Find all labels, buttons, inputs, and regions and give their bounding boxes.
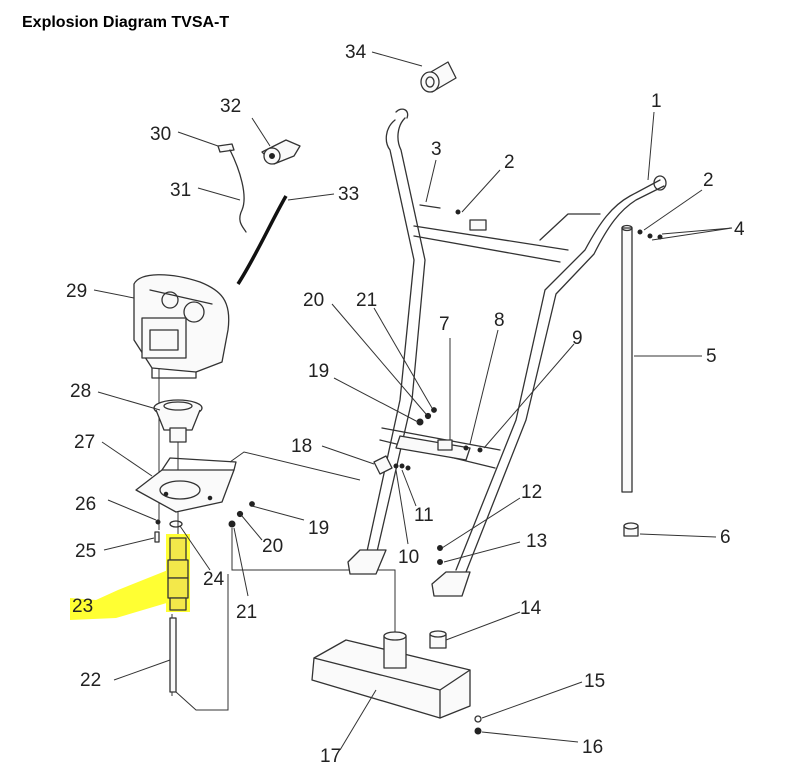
label-17: 17 bbox=[320, 746, 341, 767]
label-2-right: 2 bbox=[703, 170, 714, 191]
label-15: 15 bbox=[584, 671, 605, 692]
label-23: 23 bbox=[72, 596, 93, 617]
label-6: 6 bbox=[720, 527, 731, 548]
label-28: 28 bbox=[70, 381, 91, 402]
part-6-cap bbox=[623, 522, 639, 537]
fasteners-top bbox=[419, 204, 663, 240]
small-hardware-lower bbox=[154, 501, 255, 543]
label-34: 34 bbox=[345, 42, 367, 63]
hardware-upper bbox=[373, 407, 483, 565]
part-29-engine bbox=[133, 274, 230, 379]
part-32-throttle bbox=[261, 139, 301, 165]
label-4: 4 bbox=[734, 219, 745, 240]
part-33-cable bbox=[236, 195, 288, 285]
part-30-screw bbox=[217, 143, 235, 153]
label-21-upper: 21 bbox=[356, 290, 377, 311]
label-31: 31 bbox=[170, 180, 191, 201]
label-20-upper: 20 bbox=[303, 290, 324, 311]
label-32: 32 bbox=[220, 96, 241, 117]
label-11: 11 bbox=[414, 505, 434, 526]
part-22-bolt bbox=[169, 617, 177, 693]
part-16-nut bbox=[474, 727, 482, 735]
label-29: 29 bbox=[66, 281, 87, 302]
label-16: 16 bbox=[582, 737, 603, 758]
part-23-shaft bbox=[167, 537, 189, 611]
label-22: 22 bbox=[80, 670, 101, 691]
label-13: 13 bbox=[526, 531, 547, 552]
label-1: 1 bbox=[651, 91, 662, 112]
label-7: 7 bbox=[439, 314, 450, 335]
label-33: 33 bbox=[338, 184, 359, 205]
part-15-washer bbox=[474, 715, 482, 723]
leader-lines bbox=[93, 51, 733, 751]
label-9: 9 bbox=[572, 328, 583, 349]
label-12: 12 bbox=[521, 482, 542, 503]
label-14: 14 bbox=[520, 598, 542, 619]
highlight-arrow bbox=[70, 570, 170, 620]
label-27: 27 bbox=[74, 432, 95, 453]
part-14-bushing bbox=[429, 630, 447, 649]
part-17-bracket bbox=[311, 631, 471, 719]
label-19-upper: 19 bbox=[308, 361, 329, 382]
label-18: 18 bbox=[291, 436, 312, 457]
label-19-lower: 19 bbox=[308, 518, 329, 539]
label-21-lower: 21 bbox=[236, 602, 257, 623]
label-8: 8 bbox=[494, 310, 505, 331]
part-28-housing bbox=[153, 399, 203, 443]
part-5-rod bbox=[621, 224, 633, 493]
part-34-grip bbox=[420, 61, 457, 93]
label-10: 10 bbox=[398, 547, 419, 568]
label-5: 5 bbox=[706, 346, 717, 367]
label-26: 26 bbox=[75, 494, 96, 515]
diagram-title: Explosion Diagram TVSA-T bbox=[22, 14, 230, 31]
label-20-lower: 20 bbox=[262, 536, 283, 557]
label-3: 3 bbox=[431, 139, 442, 160]
label-30: 30 bbox=[150, 124, 171, 145]
label-2-top: 2 bbox=[504, 152, 515, 173]
label-25: 25 bbox=[75, 541, 96, 562]
part-1-handle-frame bbox=[347, 108, 667, 597]
part-labels: 34 1 3 2 2 4 5 6 7 8 9 10 11 12 13 14 15… bbox=[66, 42, 745, 767]
part-31-cable bbox=[229, 149, 247, 233]
label-24: 24 bbox=[203, 569, 225, 590]
part-27-base-plate bbox=[135, 457, 237, 513]
